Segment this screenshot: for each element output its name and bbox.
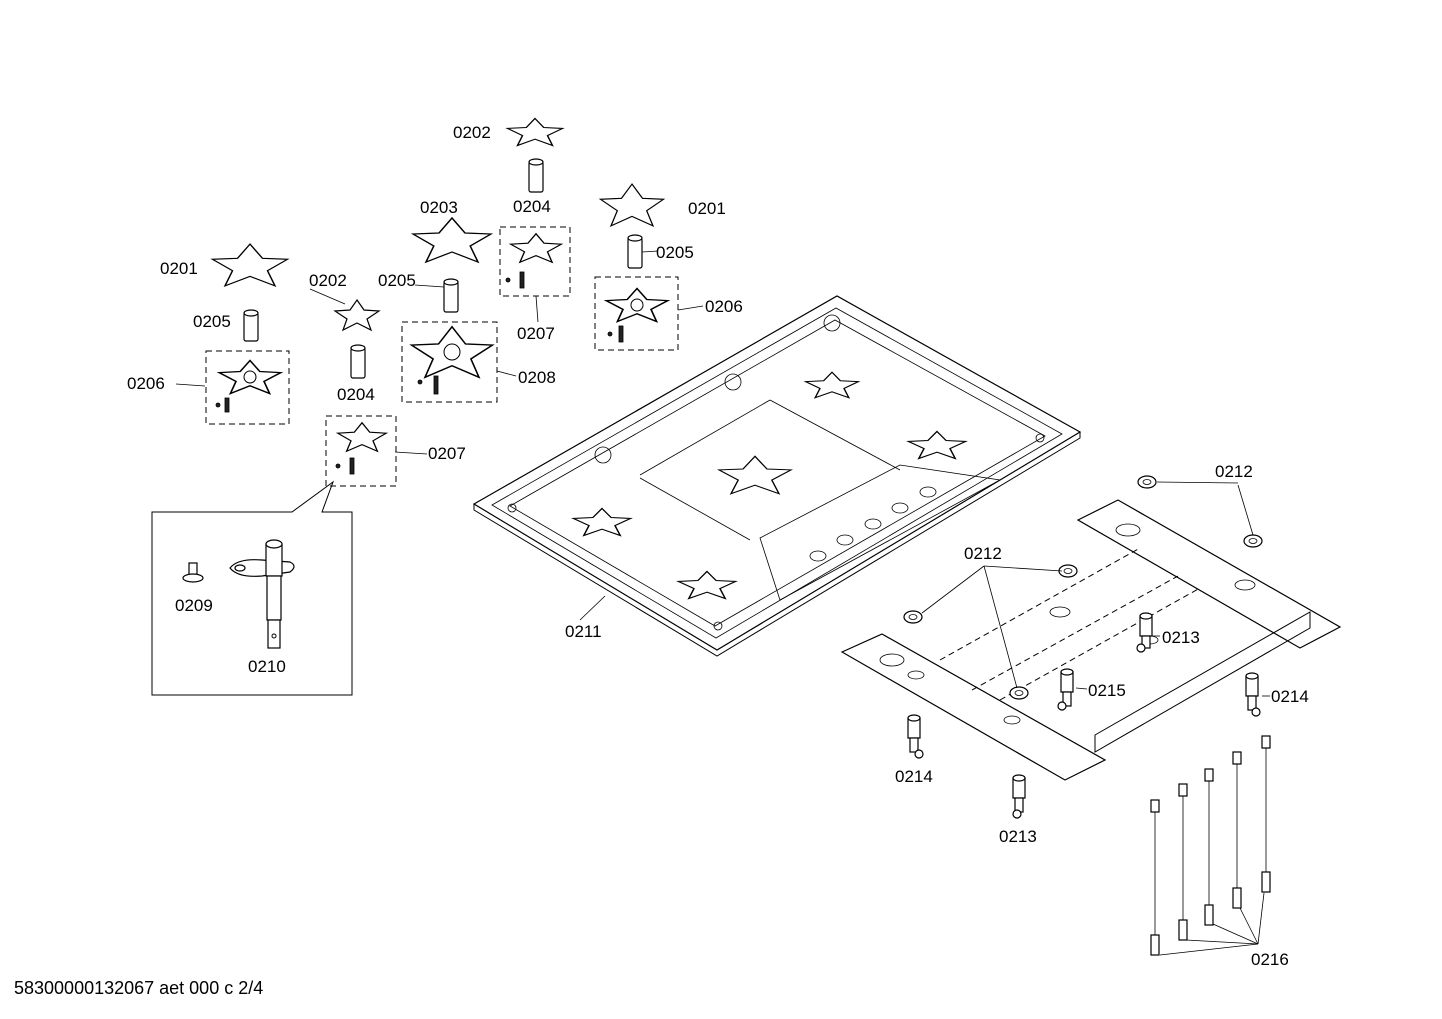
callout-0203: 0203	[420, 198, 458, 217]
callout-0205-left: 0205	[193, 312, 231, 331]
burner-base-0206-left	[205, 350, 290, 425]
support-frame	[840, 499, 1342, 781]
callout-0201-left: 0201	[160, 259, 198, 278]
spreader-0205-left	[243, 309, 259, 342]
burner-base-0207-left	[325, 415, 397, 487]
callout-0210: 0210	[248, 657, 286, 676]
spreader-0205-right	[627, 234, 643, 269]
callout-0213-right: 0213	[1162, 628, 1200, 647]
burner-cap-left	[211, 243, 289, 287]
callout-0204-top: 0204	[513, 197, 551, 216]
callout-0216: 0216	[1251, 950, 1289, 969]
callout-labels: 0201 0201 0202 0202 0203 0204 0204 0205 …	[127, 123, 1309, 969]
detail-inset	[151, 480, 353, 696]
callout-0206-right: 0206	[705, 297, 743, 316]
drawing-id-footer: 58300000132067 aet 000 c 2/4	[14, 978, 264, 998]
callout-0213-bottom: 0213	[999, 827, 1037, 846]
burner-cap-medium	[412, 217, 492, 263]
callout-0208: 0208	[518, 368, 556, 387]
thermocouple-set-0216	[1150, 735, 1271, 956]
burner-cap-right	[599, 183, 665, 227]
burner-base-0208	[401, 321, 498, 403]
spreader-0204-left	[350, 344, 366, 379]
callout-0215: 0215	[1088, 681, 1126, 700]
callout-0202-left: 0202	[309, 271, 347, 290]
callout-0201-right: 0201	[688, 199, 726, 218]
spreader-0205-mid	[443, 278, 459, 313]
screw-0209	[182, 562, 204, 583]
burner-base-0207-top	[499, 226, 571, 297]
callout-0206-left: 0206	[127, 374, 165, 393]
valve-parts	[907, 612, 1261, 819]
callout-0214-left: 0214	[895, 767, 933, 786]
burner-cap-small-left	[334, 299, 380, 331]
callout-0204-left: 0204	[337, 385, 375, 404]
burner-base-0206-right	[594, 276, 679, 351]
callout-0205-right: 0205	[656, 243, 694, 262]
callout-0214-right: 0214	[1271, 687, 1309, 706]
callout-0212-left: 0212	[964, 544, 1002, 563]
callout-0211: 0211	[565, 622, 602, 641]
callout-0209: 0209	[175, 596, 213, 615]
callout-0207-left: 0207	[428, 444, 466, 463]
leader-lines	[175, 250, 1270, 956]
callout-0202-top: 0202	[453, 123, 491, 142]
callout-0205-mid: 0205	[378, 271, 416, 290]
spreader-0204-top	[528, 158, 544, 193]
injector-0210	[229, 539, 295, 649]
callout-0212-right: 0212	[1215, 462, 1253, 481]
hob-body-0211	[472, 295, 1082, 657]
callout-0207-top: 0207	[517, 324, 555, 343]
burner-cap-small-top	[506, 117, 564, 147]
